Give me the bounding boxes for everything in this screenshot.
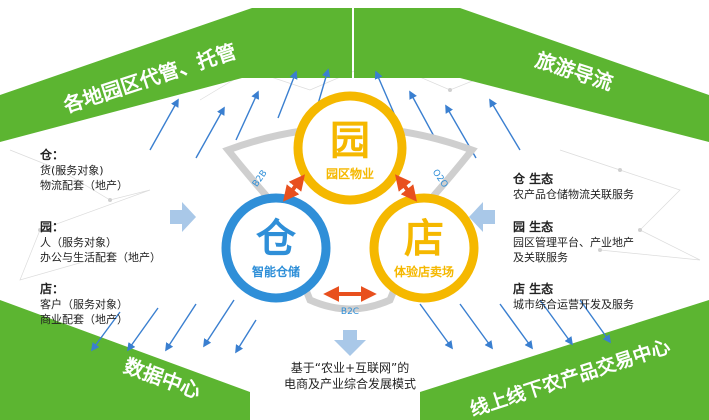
left-panel-dian-line-1: 客户（服务对象） [40, 298, 128, 311]
left-panel-dian: 店： 客户（服务对象） 商业配套（地产） [40, 282, 128, 327]
banner-bottom-left-shape [0, 300, 250, 420]
left-side-arrow [170, 202, 196, 232]
right-panel-cang-title: 仓 生态 [513, 172, 554, 186]
right-panel-yuan-line-1: 园区管理平台、产业地产 [513, 236, 634, 249]
o2o-arrow [395, 174, 417, 202]
b2c-label: B2C [341, 307, 359, 317]
circle-dian-label: 体验店卖场 [394, 264, 454, 279]
right-side-arrow [469, 202, 495, 232]
b2b-arrow [283, 174, 305, 202]
blue-arrows [91, 68, 611, 354]
right-panel-yuan-title: 园 生态 [513, 220, 554, 234]
left-panel-yuan: 园： 人（服务对象） 办公与生活配套（地产） [40, 220, 161, 265]
left-panel-yuan-title: 园： [40, 220, 65, 234]
right-panel-dian-line-1: 城市综合运营开发及服务 [513, 298, 634, 311]
b2b-label: B2B [251, 169, 270, 190]
circle-dian-char: 店 [404, 216, 444, 262]
right-panel-cang: 仓 生态 农产品仓储物流关联服务 [513, 172, 634, 202]
right-panel-dian: 店 生态 城市综合运营开发及服务 [513, 282, 634, 312]
left-panel-yuan-line-2: 办公与生活配套（地产） [40, 251, 161, 264]
left-panel-dian-title: 店： [40, 282, 65, 296]
left-panel-cang-title: 仓： [40, 148, 65, 162]
left-panel-cang-line-1: 货(服务对象) [40, 164, 104, 177]
right-panel-yuan: 园 生态 园区管理平台、产业地产 及关联服务 [513, 220, 634, 265]
left-panel-cang: 仓： 货(服务对象) 物流配套（地产） [40, 148, 128, 193]
bottom-caption-line2: 电商及产业综合发展模式 [284, 376, 416, 391]
circle-dian [369, 193, 479, 303]
circle-cang-label: 智能仓储 [251, 264, 300, 279]
banner-top-right-shape [354, 8, 709, 142]
banner-top-left-shape [0, 8, 352, 142]
left-panel-yuan-line-1: 人（服务对象） [40, 236, 117, 249]
right-panel-yuan-line-2: 及关联服务 [513, 251, 568, 264]
circle-yuan-label: 园区物业 [326, 166, 374, 181]
circle-cang [221, 193, 331, 303]
left-panel-dian-line-2: 商业配套（地产） [40, 313, 128, 326]
o2o-label: O2O [430, 168, 450, 190]
right-panel-cang-line-1: 农产品仓储物流关联服务 [513, 188, 634, 201]
left-panel-cang-line-2: 物流配套（地产） [40, 179, 128, 192]
bottom-caption-line1: 基于“农业+互联网”的 [291, 360, 410, 375]
circle-cang-char: 仓 [256, 216, 297, 262]
banner-bottom-right-shape [420, 300, 709, 420]
bottom-down-arrow [334, 330, 366, 356]
circle-yuan-char: 园 [330, 118, 370, 164]
right-panel-dian-title: 店 生态 [513, 282, 554, 296]
circle-yuan [293, 91, 407, 205]
